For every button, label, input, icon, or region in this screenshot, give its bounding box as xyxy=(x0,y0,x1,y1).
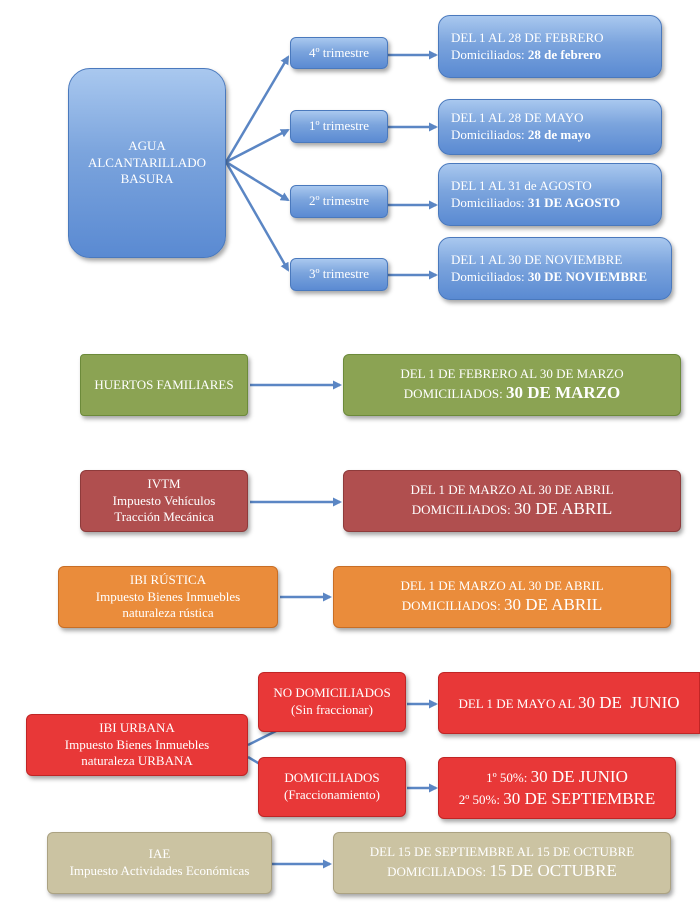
huertos-line1: DEL 1 DE FEBRERO AL 30 DE MARZO xyxy=(400,365,624,381)
huertos-dom-label: DOMICILIADOS: xyxy=(403,386,506,402)
trimestre-4-box: 4º trimestre xyxy=(290,37,388,69)
agua-main-box: AGUA ALCANTARILLADO BASURA xyxy=(68,68,226,258)
dom-r2-label: 2º 50%: xyxy=(458,792,504,807)
dom-result-line2: 2º 50%: 30 DE SEPTIEMBRE xyxy=(459,788,656,810)
huertos-dom-value: 30 DE MARZO xyxy=(505,383,621,403)
dom-r1-label: 1º 50%: xyxy=(486,769,531,785)
no-domiciliados-result: DEL 1 DE MAYO AL 30 DE JUNIO xyxy=(458,692,679,714)
dates-4t-dom-value: 28 de febrero xyxy=(527,46,602,62)
trimestre-3-label: 3º trimestre xyxy=(309,266,369,282)
ivtm-label-line2: Impuesto Vehículos xyxy=(112,492,216,508)
dom-r1-value: 30 DE JUNIO xyxy=(530,766,628,786)
dates-2t-box: DEL 1 AL 31 de AGOSTO Domiciliados: 31 D… xyxy=(438,163,662,226)
dates-3t-dom-label: Domiciliados: xyxy=(451,268,528,284)
ibi-rustica-dom-value: 30 DE ABRIL xyxy=(503,595,603,615)
dates-3t-box: DEL 1 AL 30 DE NOVIEMBRE Domiciliados: 3… xyxy=(438,237,672,300)
ibi-urbana-box: IBI URBANA Impuesto Bienes Inmuebles nat… xyxy=(26,714,248,776)
ivtm-dates-box: DEL 1 DE MARZO AL 30 DE ABRIL DOMICILIAD… xyxy=(343,470,681,532)
dom-r2-value: 30 DE SEPTIEMBRE xyxy=(503,789,656,808)
ibi-rustica-box: IBI RÚSTICA Impuesto Bienes Inmuebles na… xyxy=(58,566,278,628)
dates-1t-box: DEL 1 AL 28 DE MAYO Domiciliados: 28 de … xyxy=(438,99,662,155)
ibi-rustica-label-line2: Impuesto Bienes Inmuebles xyxy=(95,588,241,604)
dates-4t-line1: DEL 1 AL 28 DE FEBRERO xyxy=(451,29,604,45)
agua-label-line2: ALCANTARILLADO xyxy=(87,154,207,170)
dates-2t-line1: DEL 1 AL 31 de AGOSTO xyxy=(451,177,592,193)
ibi-urbana-label-line3: naturaleza URBANA xyxy=(81,753,193,769)
trimestre-1-box: 1º trimestre xyxy=(290,110,388,143)
iae-line1: DEL 15 DE SEPTIEMBRE AL 15 DE OCTUBRE xyxy=(369,843,635,859)
domiciliados-sub: (Fraccionamiento) xyxy=(283,787,380,802)
domiciliados-result-box: 1º 50%: 30 DE JUNIO 2º 50%: 30 DE SEPTIE… xyxy=(438,757,676,819)
dates-1t-line1: DEL 1 AL 28 DE MAYO xyxy=(451,110,584,126)
no-domiciliados-title: NO DOMICILIADOS xyxy=(273,685,391,701)
huertos-label: HUERTOS FAMILIARES xyxy=(94,376,234,392)
agua-label-line1: AGUA xyxy=(128,137,166,153)
ibi-rustica-line1: DEL 1 DE MARZO AL 30 DE ABRIL xyxy=(400,577,604,593)
trimestre-4-label: 4º trimestre xyxy=(309,44,369,60)
ibi-urbana-label-line2: Impuesto Bienes Inmuebles xyxy=(64,736,210,752)
dates-3t-dom-value: 30 DE NOVIEMBRE xyxy=(527,268,648,284)
trimestre-2-label: 2º trimestre xyxy=(309,193,369,209)
dates-2t-dom-label: Domiciliados: xyxy=(451,194,528,210)
no-dom-result-prefix: DEL 1 DE MAYO AL xyxy=(458,695,578,711)
dates-4t-box: DEL 1 AL 28 DE FEBRERO Domiciliados: 28 … xyxy=(438,15,662,78)
no-domiciliados-sub: (Sin fraccionar) xyxy=(291,702,373,717)
dates-3t-line1: DEL 1 AL 30 DE NOVIEMBRE xyxy=(451,251,623,267)
ibi-rustica-dom-label: DOMICILIADOS: xyxy=(401,598,504,614)
dates-2t-dom-value: 31 DE AGOSTO xyxy=(527,194,621,210)
arrow-agua-1t xyxy=(225,128,290,164)
huertos-box: HUERTOS FAMILIARES xyxy=(80,354,248,416)
dates-1t-dom-label: Domiciliados: xyxy=(451,127,528,142)
no-dom-result-value: 30 DE JUNIO xyxy=(578,692,680,712)
ibi-urbana-label-line1: IBI URBANA xyxy=(99,719,175,735)
no-domiciliados-result-box: DEL 1 DE MAYO AL 30 DE JUNIO xyxy=(438,672,700,734)
no-domiciliados-box: NO DOMICILIADOS (Sin fraccionar) xyxy=(258,672,406,732)
ivtm-label-line3: Tracción Mecánica xyxy=(114,509,214,525)
arrow-agua-4t xyxy=(224,55,290,163)
agua-label-line3: BASURA xyxy=(120,171,174,187)
trimestre-2-box: 2º trimestre xyxy=(290,185,388,218)
iae-label-line2: Impuesto Actividades Económicas xyxy=(69,863,250,878)
dates-1t-dom-value: 28 de mayo xyxy=(527,127,591,142)
ibi-rustica-label-line3: naturaleza rústica xyxy=(122,605,214,621)
ibi-rustica-label-line1: IBI RÚSTICA xyxy=(129,571,207,587)
dates-4t-line2: Domiciliados: 28 de febrero xyxy=(451,47,601,64)
domiciliados-title: DOMICILIADOS xyxy=(284,770,380,786)
arrow-agua-3t xyxy=(224,161,290,272)
iae-box: IAE Impuesto Actividades Económicas xyxy=(47,832,272,894)
huertos-dates-box: DEL 1 DE FEBRERO AL 30 DE MARZO DOMICILI… xyxy=(343,354,681,416)
ivtm-dom-label: DOMICILIADOS: xyxy=(411,502,514,518)
dates-1t-line2: Domiciliados: 28 de mayo xyxy=(451,127,591,144)
iae-label-line1: IAE xyxy=(148,846,171,862)
iae-dom-label: DOMICILIADOS: xyxy=(387,864,490,880)
domiciliados-box: DOMICILIADOS (Fraccionamiento) xyxy=(258,757,406,817)
huertos-line2: DOMICILIADOS: 30 DE MARZO xyxy=(404,382,620,404)
ivtm-dom-value: 30 DE ABRIL xyxy=(513,499,613,519)
dates-3t-line2: Domiciliados: 30 DE NOVIEMBRE xyxy=(451,269,647,286)
trimestre-3-box: 3º trimestre xyxy=(290,258,388,291)
ivtm-line2: DOMICILIADOS: 30 DE ABRIL xyxy=(412,498,612,520)
ibi-rustica-line2: DOMICILIADOS: 30 DE ABRIL xyxy=(402,594,602,616)
iae-line2: DOMICILIADOS: 15 DE OCTUBRE xyxy=(387,860,617,882)
ibi-rustica-dates-box: DEL 1 DE MARZO AL 30 DE ABRIL DOMICILIAD… xyxy=(333,566,671,628)
iae-dom-value: 15 DE OCTUBRE xyxy=(489,861,617,881)
dates-2t-line2: Domiciliados: 31 DE AGOSTO xyxy=(451,195,620,212)
iae-dates-box: DEL 15 DE SEPTIEMBRE AL 15 DE OCTUBRE DO… xyxy=(333,832,671,894)
trimestre-1-label: 1º trimestre xyxy=(309,118,369,134)
ivtm-box: IVTM Impuesto Vehículos Tracción Mecánic… xyxy=(80,470,248,532)
ivtm-line1: DEL 1 DE MARZO AL 30 DE ABRIL xyxy=(410,481,614,497)
dom-result-line1: 1º 50%: 30 DE JUNIO xyxy=(486,766,628,788)
arrow-agua-2t xyxy=(225,160,290,202)
ivtm-label-line1: IVTM xyxy=(147,475,181,491)
dates-4t-dom-label: Domiciliados: xyxy=(451,46,528,62)
